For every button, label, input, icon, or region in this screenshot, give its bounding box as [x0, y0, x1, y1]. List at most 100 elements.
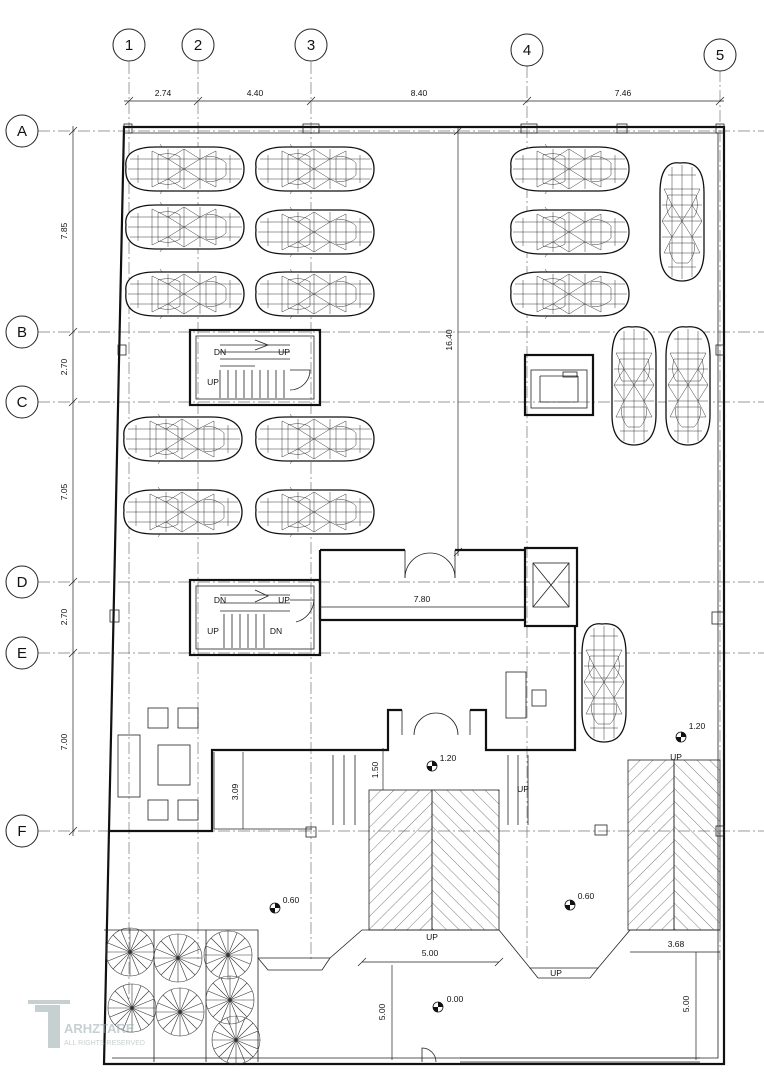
car-9: [510, 268, 630, 320]
entry-hall: 3.09 1.50 UP: [110, 626, 608, 838]
car-15: [123, 486, 243, 538]
dim-8-40: 8.40: [411, 88, 428, 98]
tree-icon: [211, 1015, 261, 1065]
car-12: [665, 326, 711, 446]
level-text-2: 1.20: [440, 753, 457, 763]
dim-16-40: 16.40: [444, 329, 454, 351]
level-marker-3: 0.60: [269, 895, 300, 914]
level-marker-5: 0.00: [432, 994, 464, 1013]
car-6: [255, 268, 375, 320]
ramp-up-label-2: UP: [426, 932, 438, 942]
watermark-brand: ARHZTARE: [64, 1021, 135, 1036]
ramp-up-label-4: UP: [550, 968, 562, 978]
car-11: [611, 326, 657, 446]
ramp-right-a: [627, 759, 675, 931]
axis-bubble-B: B: [5, 315, 39, 349]
dimension-left: 7.85 2.70 7.05 2.70 7.00: [59, 126, 78, 836]
car-2: [255, 143, 375, 195]
dimension-center-vertical: 16.40: [444, 126, 463, 557]
stair-core-lower: DN UP UP DN: [188, 578, 322, 657]
dim-7-00: 7.00: [59, 733, 69, 750]
car-7: [510, 143, 630, 195]
axis-bubble-2: 2: [181, 28, 215, 62]
car-13: [123, 413, 243, 465]
dim-7-46: 7.46: [615, 88, 632, 98]
level-markers: 1.20 1.20 0.60 0.60 0.00: [269, 721, 706, 1013]
dim-2-74: 2.74: [155, 88, 172, 98]
lobby: 7.80: [318, 546, 579, 628]
axis-bubble-A: A: [5, 114, 39, 148]
stair-dn-label-1: DN: [214, 347, 226, 357]
dim-1-50: 1.50: [370, 761, 380, 778]
car-5: [125, 268, 245, 320]
stair-up-label-1: UP: [278, 347, 290, 357]
axis-bubble-5: 5: [703, 38, 737, 72]
axis-label-D: D: [17, 574, 28, 591]
axis-bubble-F: F: [5, 814, 39, 848]
lower-dimensions: 5.00 3.68 5.00 5.00: [357, 939, 720, 1060]
elevator-upper: [523, 353, 595, 417]
stair-up-label-4: UP: [207, 626, 219, 636]
entry-gate: [421, 1047, 700, 1063]
level-text-4: 0.60: [578, 891, 595, 901]
dim-5-00-right: 5.00: [681, 995, 691, 1012]
dim-5-00-ramp: 5.00: [422, 948, 439, 958]
car-1: [125, 143, 245, 195]
watermark-sub: ALL RIGHTS RESERVED: [64, 1040, 145, 1047]
ramps: UP UP UP: [257, 752, 721, 979]
dim-2-70-a: 2.70: [59, 358, 69, 375]
landscape-trees: [104, 927, 261, 1065]
ramp-right-b: [673, 759, 721, 931]
axis-bubble-D: D: [5, 565, 39, 599]
axis-bubble-3: 3: [294, 28, 328, 62]
tree-icon: [153, 933, 203, 983]
car-3: [125, 201, 245, 253]
axis-label-3: 3: [307, 37, 315, 54]
watermark-logo: ARHZTARE ALL RIGHTS RESERVED: [28, 1000, 145, 1048]
dim-7-05: 7.05: [59, 483, 69, 500]
car-17: [581, 623, 627, 743]
dim-3-09: 3.09: [230, 783, 240, 800]
ramp-up-label-3: UP: [670, 752, 682, 762]
stair-dn-label-3: DN: [270, 626, 282, 636]
parking-cars: [123, 143, 711, 743]
ramp-left-a: [368, 789, 433, 931]
car-14: [255, 413, 375, 465]
axis-label-E: E: [17, 645, 27, 662]
axis-label-5: 5: [716, 47, 724, 64]
level-marker-2: 1.20: [426, 753, 457, 772]
axis-bubble-1: 1: [112, 28, 146, 62]
level-text-3: 0.60: [283, 895, 300, 905]
ramp-left-b: [431, 789, 500, 931]
car-10: [659, 162, 705, 282]
axis-bubble-E: E: [5, 636, 39, 670]
level-marker-4: 0.60: [564, 891, 595, 911]
grid-axes: 1 2 3 4 5 A B C: [5, 28, 764, 1000]
axis-label-B: B: [17, 324, 27, 341]
tree-icon: [203, 930, 253, 980]
level-marker-1: 1.20: [675, 721, 706, 743]
dim-7-85: 7.85: [59, 222, 69, 239]
stair-up-label-2: UP: [207, 377, 219, 387]
dim-2-70-b: 2.70: [59, 608, 69, 625]
axis-label-2: 2: [194, 37, 202, 54]
ramp-up-label-1: UP: [517, 784, 529, 794]
axis-label-C: C: [17, 394, 28, 411]
stair-core-upper: DN UP UP: [188, 328, 322, 407]
car-4: [255, 206, 375, 258]
axis-bubble-4: 4: [510, 33, 544, 67]
axis-label-1: 1: [125, 37, 133, 54]
axis-label-A: A: [17, 123, 27, 140]
tree-icon: [155, 987, 205, 1037]
axis-bubble-C: C: [5, 385, 39, 419]
axis-label-4: 4: [523, 42, 531, 59]
level-text-1: 1.20: [689, 721, 706, 731]
outer-walls: [102, 123, 726, 1066]
axis-label-F: F: [17, 823, 26, 840]
stair-up-label-3: UP: [278, 595, 290, 605]
dim-3-68: 3.68: [668, 939, 685, 949]
car-8: [510, 206, 630, 258]
dimension-top: 2.74 4.40 8.40 7.46: [124, 88, 725, 106]
tree-icon: [105, 927, 155, 977]
